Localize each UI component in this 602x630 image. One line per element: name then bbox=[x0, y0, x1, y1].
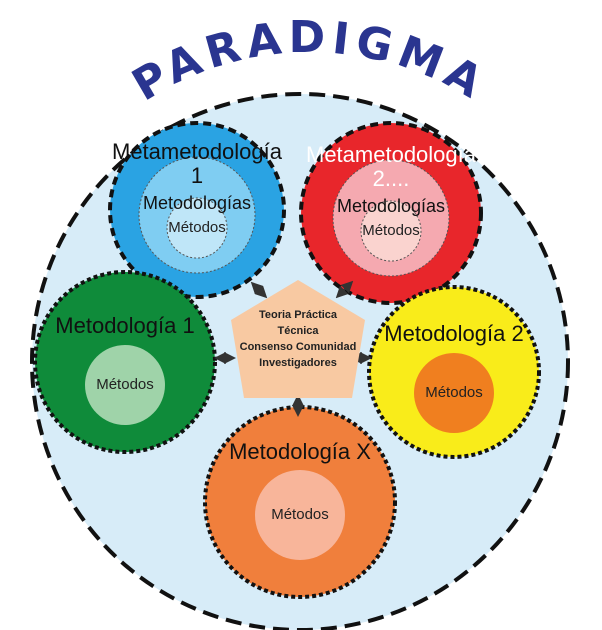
center-pentagon: Teoria Práctica Técnica Consenso Comunid… bbox=[231, 280, 365, 398]
center-line: Técnica bbox=[278, 325, 320, 337]
center-line: Consenso Comunidad bbox=[240, 341, 357, 353]
metodologia-x-label: Metodología X bbox=[229, 439, 371, 464]
metodologias-label: Metodologías bbox=[142, 193, 252, 213]
metodologia-x-circle bbox=[203, 405, 397, 599]
metodologia-2-circle bbox=[367, 285, 541, 459]
metodos-label: Métodos bbox=[96, 376, 154, 393]
center-line: Teoria Práctica bbox=[259, 309, 338, 321]
metametodologia-2-label: Metametodología 2.... bbox=[306, 142, 476, 191]
metametodologia-1-label: Metametodología 1 bbox=[112, 139, 282, 188]
metodos-label: Métodos bbox=[271, 506, 329, 523]
metametodologia-2-circle bbox=[299, 121, 483, 305]
metodos-label: Métodos bbox=[425, 384, 483, 401]
center-line: Investigadores bbox=[259, 357, 337, 369]
metodos-label: Métodos bbox=[168, 219, 226, 236]
metodologia-1-circle bbox=[33, 270, 217, 454]
metametodologia-1-circle bbox=[108, 121, 286, 299]
metodologia-1-label: Metodología 1 bbox=[55, 313, 195, 338]
metodos-label: Métodos bbox=[362, 222, 420, 239]
metodologia-2-label: Metodología 2 bbox=[384, 321, 524, 346]
metodologias-label: Metodologías bbox=[336, 196, 446, 216]
